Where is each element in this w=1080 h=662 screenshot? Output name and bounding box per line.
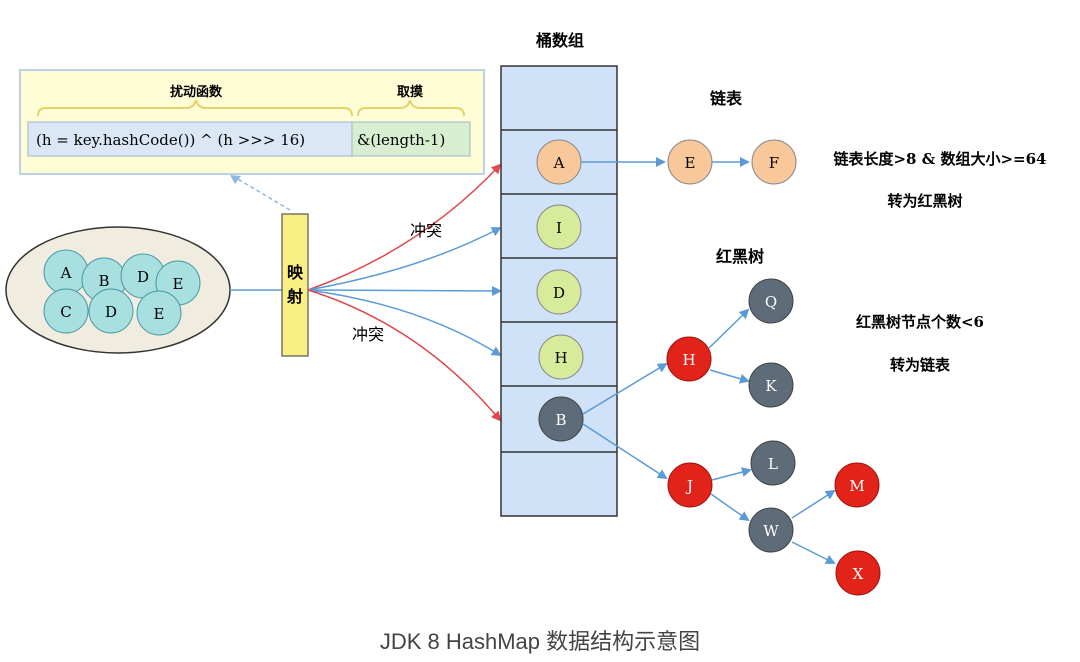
tree-edge-h-q (708, 308, 750, 349)
bucket-node-h: H (538, 334, 584, 380)
svg-text:E: E (173, 275, 184, 293)
hash-function-box: 扰动函数 取摸 (h = key.hashCode()) ^ (h >>> 16… (19, 69, 485, 175)
svg-text:A: A (553, 154, 565, 172)
bucket-node-d: D (536, 269, 582, 315)
mod-brace (357, 99, 465, 117)
tree-to-list-rule: 红黑树节点个数<6 (856, 313, 984, 331)
mod-label: 取摸 (397, 84, 423, 100)
mapping-bar: 映 射 (281, 213, 309, 357)
tree-node-w: W (748, 507, 794, 553)
tree-node-j: J (667, 462, 713, 508)
mapping-to-hash-dashed-arrow (235, 177, 291, 211)
keys-ellipse: A B D E C D E (5, 226, 231, 354)
svg-text:W: W (763, 522, 779, 540)
list-node-f: F (751, 139, 797, 185)
collision-label-top: 冲突 (410, 221, 442, 240)
svg-text:D: D (137, 268, 149, 286)
list-to-tree-rule: 链表长度>8 & 数组大小>=64 (833, 150, 1046, 168)
svg-text:H: H (682, 351, 695, 369)
figure-caption: JDK 8 HashMap 数据结构示意图 (379, 629, 701, 654)
key-node: E (136, 290, 182, 336)
dashed-arrowhead (230, 175, 241, 184)
svg-text:H: H (554, 349, 567, 367)
svg-text:B: B (555, 411, 566, 429)
collision-arrow-top (307, 163, 502, 291)
svg-text:D: D (553, 284, 565, 302)
svg-text:J: J (685, 477, 693, 495)
mapping-arrow-d (307, 285, 502, 296)
tree-edge-b-j (582, 423, 668, 480)
tree-node-h: H (666, 336, 712, 382)
bucket-node-a: A (536, 139, 582, 185)
svg-text:L: L (768, 455, 778, 473)
tree-edge-w-x (791, 541, 836, 564)
collision-arrow-bottom (307, 289, 502, 422)
svg-text:I: I (556, 219, 562, 237)
linked-list-title: 链表 (710, 89, 743, 108)
svg-text:A: A (60, 264, 72, 282)
hash-formula: (h = key.hashCode()) ^ (h >>> 16) (36, 131, 305, 149)
tree-edge-w-m (791, 489, 836, 519)
bucket-array-title: 桶数组 (536, 31, 584, 50)
tree-node-x: X (835, 550, 881, 596)
list-node-e: E (667, 139, 713, 185)
svg-text:B: B (98, 272, 109, 290)
tree-to-list-action: 转为链表 (890, 356, 951, 374)
mapping-char-2: 射 (286, 287, 303, 306)
tree-edge-h-k (709, 369, 750, 384)
perturb-brace (37, 99, 353, 117)
tree-node-q: Q (748, 278, 794, 324)
key-node: C (43, 288, 89, 334)
key-node: A (43, 249, 89, 295)
svg-text:D: D (105, 303, 117, 321)
svg-text:K: K (765, 377, 777, 395)
svg-text:E: E (154, 305, 165, 323)
tree-edge-j-l (711, 467, 752, 481)
length-mask: &(length-1) (357, 131, 445, 149)
bucket-node-b: B (538, 396, 584, 442)
mapping-char-1: 映 (287, 263, 304, 282)
key-node: D (88, 288, 134, 334)
perturb-label: 扰动函数 (170, 84, 223, 100)
svg-text:M: M (849, 477, 864, 495)
tree-node-k: K (748, 362, 794, 408)
rb-tree-title: 红黑树 (716, 247, 764, 266)
mapping-arrow-i (307, 227, 502, 291)
svg-text:F: F (769, 154, 779, 172)
collision-label-bottom: 冲突 (352, 325, 384, 344)
svg-text:C: C (60, 303, 71, 321)
tree-node-l: L (750, 440, 796, 486)
tree-edge-j-w (710, 493, 750, 522)
svg-text:E: E (685, 154, 696, 172)
tree-edge-b-h (582, 362, 668, 415)
svg-text:Q: Q (765, 293, 777, 311)
key-node: D (120, 253, 166, 299)
bucket-node-i: I (536, 204, 582, 250)
mapping-arrow-h (307, 289, 502, 357)
tree-node-m: M (834, 462, 880, 508)
svg-text:X: X (853, 565, 864, 583)
list-to-tree-action: 转为红黑树 (887, 192, 962, 210)
